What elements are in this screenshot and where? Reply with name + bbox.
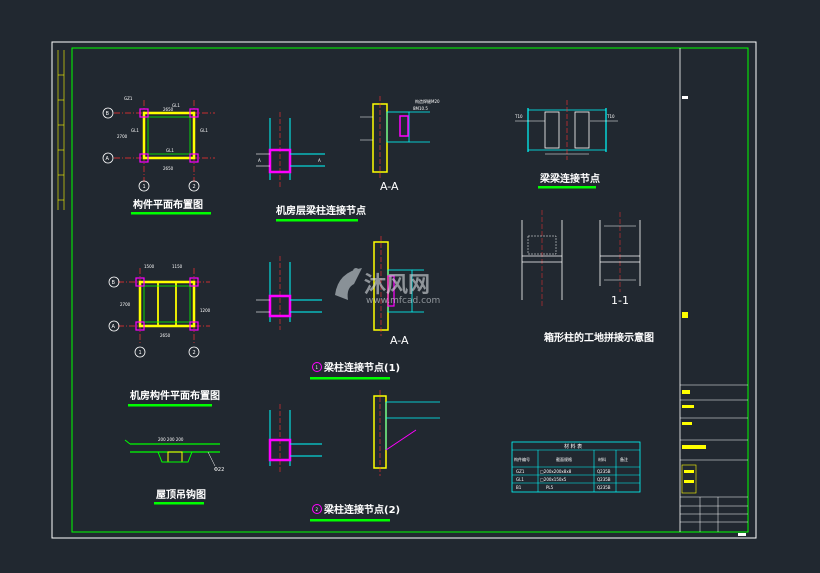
title-block [679, 48, 748, 536]
dim-left: 2700 [117, 134, 128, 139]
beam-beam-d1: T10 [514, 114, 523, 119]
watermark-brand: 沐风网 [364, 273, 430, 298]
room-axis-2: 2 [193, 350, 196, 356]
room-axis-b: B [112, 280, 116, 286]
material-table: 材 料 表 构件编号 截面规格 材料 备注 GZ1 □200x200x8x8 Q… [511, 441, 641, 493]
beam-col-2-view: 2 梁柱连接节点(2) [268, 404, 400, 522]
table-header-2: 材料 [598, 456, 606, 462]
axis-b-label: B [106, 111, 110, 117]
lower-section-view [373, 390, 440, 476]
room-dim-left: 2700 [120, 302, 131, 307]
watermark-logo-icon [335, 268, 362, 300]
member-plan-view: B A 1 2 2650 2650 GL1 GL1 GZ1 GL1 GL1 27… [102, 96, 215, 215]
table-cell-2-1: PL5 [546, 485, 554, 490]
gl1-left-label: GL1 [131, 128, 139, 133]
section-aa-top-view: 构造焊缝M20 8M10.5 A-A [360, 96, 440, 193]
room-dim-right: 1200 [200, 308, 211, 313]
cut-a-right: A [318, 158, 321, 163]
room-dim-bottom: 2650 [160, 333, 171, 338]
dim-top: 2650 [163, 107, 174, 112]
axis-a-label: A [106, 156, 110, 162]
sheet-border [51, 41, 757, 539]
table-cell-2-2: Q235B [597, 485, 611, 490]
room-beam-col-view: A A 机房层梁柱连接节点 [256, 112, 366, 222]
table-header-3: 备注 [620, 456, 628, 462]
table-cell-0-0: GZ1 [516, 469, 525, 474]
room-member-plan-title: 机房构件平面布置图 [130, 389, 220, 402]
cut-a-left: A [258, 158, 261, 163]
gl1-top-label: GL1 [172, 103, 180, 108]
section-aa-mid-view: A-A [373, 236, 424, 347]
axis-1-label: 1 [143, 184, 146, 190]
roof-hook-title: 屋顶吊钩图 [156, 488, 206, 501]
roof-hook-dia: Φ22 [214, 467, 224, 473]
room-beam-col-title: 机房层梁柱连接节点 [276, 204, 366, 217]
room-axis-a: A [112, 324, 116, 330]
beam-col-1-num: 1 [316, 365, 319, 370]
table-cell-0-2: Q235B [597, 469, 611, 474]
room-dim-top2: 1150 [172, 264, 183, 269]
table-header-1: 截面规格 [556, 456, 572, 462]
table-cell-1-2: Q235B [597, 477, 611, 482]
beam-beam-view: T10 T10 梁梁连接节点 [514, 100, 618, 189]
beam-beam-title: 梁梁连接节点 [539, 172, 600, 185]
roof-hook-view: 200 200 200 Φ22 屋顶吊钩图 [124, 437, 224, 505]
table-cell-1-0: GL1 [516, 477, 524, 482]
box-splice-title: 箱形柱的工地拼接示意图 [544, 331, 654, 344]
table-cell-0-1: □200x200x8x8 [540, 469, 572, 474]
section-aa-mid-title: A-A [390, 334, 409, 347]
box-splice-view: 1-1 箱形柱的工地拼接示意图 [521, 210, 654, 344]
watermark: 沐风网 www.mfcad.com [335, 268, 440, 306]
gl1-right-label: GL1 [200, 128, 208, 133]
room-axis-1: 1 [139, 350, 142, 356]
beam-col-2-num: 2 [316, 507, 319, 512]
room-member-plan-view: B A 1 2 1500 1150 2650 1200 2700 机房构件平面布… [108, 264, 220, 407]
room-dim-top1: 1500 [144, 264, 155, 269]
beam-col-1-view: 1 梁柱连接节点(1) [256, 256, 400, 380]
table-header-0: 构件编号 [514, 456, 530, 462]
box-splice-section: 1-1 [611, 294, 629, 307]
binding-strip [57, 50, 65, 210]
member-plan-title: 构件平面布置图 [133, 198, 203, 211]
table-cell-1-1: □200x150x5 [540, 477, 567, 482]
beam-beam-d2: T10 [606, 114, 615, 119]
dim-bottom: 2650 [163, 166, 174, 171]
section-note-1: 构造焊缝M20 [415, 98, 440, 104]
axis-2-label: 2 [193, 184, 196, 190]
beam-col-2-title: 梁柱连接节点(2) [323, 503, 400, 516]
gz1-label: GZ1 [124, 96, 133, 101]
watermark-url: www.mfcad.com [366, 296, 440, 306]
section-aa-top-title: A-A [380, 180, 399, 193]
table-cell-2-0: B1 [516, 485, 522, 490]
material-table-title: 材 料 表 [564, 443, 582, 450]
gl1-bottom-label: GL1 [166, 148, 174, 153]
section-note-2: 8M10.5 [413, 106, 428, 111]
beam-col-1-title: 梁柱连接节点(1) [323, 361, 400, 374]
roof-hook-dim: 200 200 200 [158, 437, 184, 442]
inner-frame [71, 47, 749, 533]
